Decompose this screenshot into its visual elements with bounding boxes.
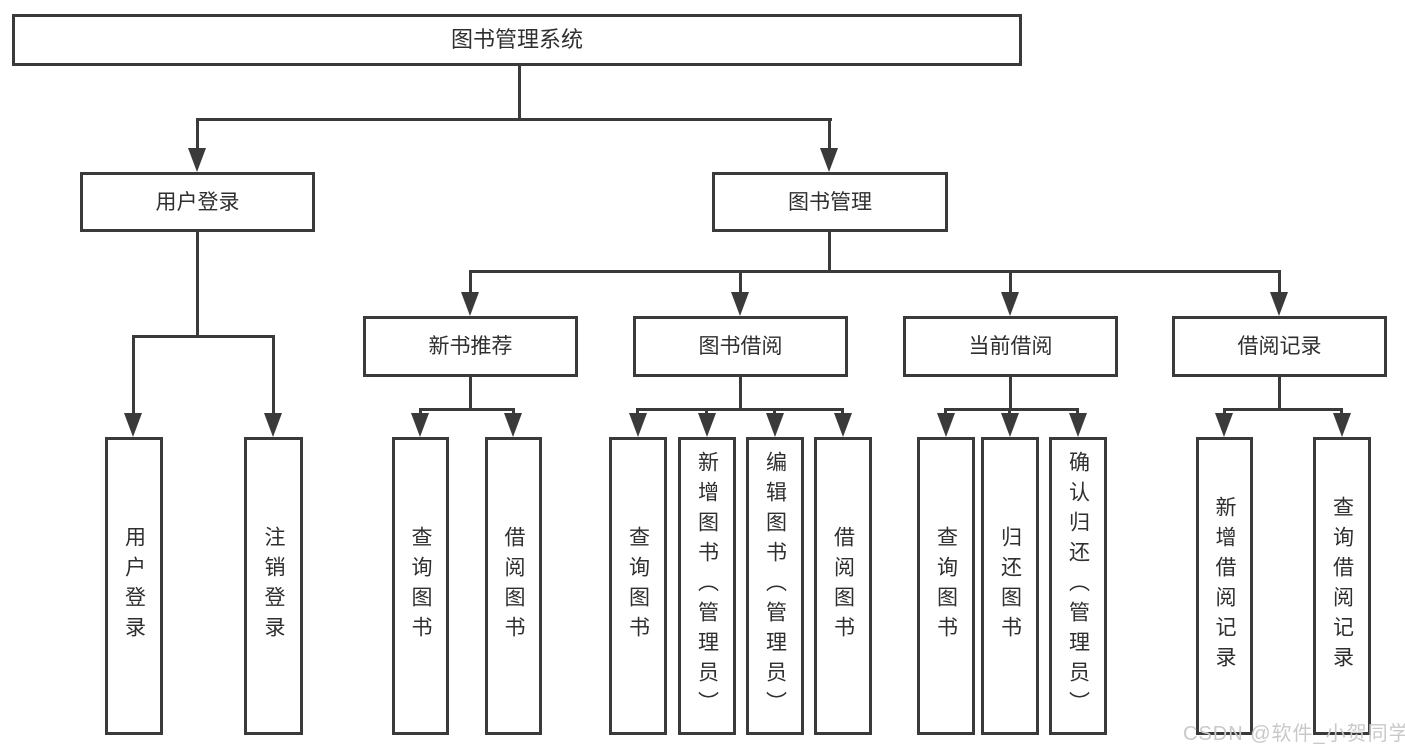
arrow-down-icon [937,413,955,437]
leaf-label: 借阅图书 [502,526,526,646]
leaf-label: 查询图书 [626,526,650,646]
arrow-down-icon [264,413,282,437]
leaf-query-books-current: 查询图书 [917,437,975,735]
connector-line [1278,270,1281,294]
leaf-add-borrow-record: 新增借阅记录 [1196,437,1253,735]
leaf-query-books-recommend: 查询图书 [392,437,449,735]
leaf-return-books: 归还图书 [981,437,1039,735]
connector-line [419,408,422,417]
connector-line [1009,375,1012,411]
connector-line [739,270,742,294]
arrow-down-icon [461,292,479,316]
leaf-label: 查询借阅记录 [1330,496,1354,676]
node-book-borrowing: 图书借阅 [633,316,848,377]
leaf-label: 确认归还（管理员） [1066,451,1090,721]
connector-line [469,270,1281,273]
leaf-add-book-admin: 新增图书（管理员） [678,437,736,735]
arrow-down-icon [1001,292,1019,316]
node-label: 图书管理 [788,190,872,214]
leaf-label: 借阅图书 [831,526,855,646]
node-label: 当前借阅 [968,335,1053,358]
arrow-down-icon [834,413,852,437]
leaf-label: 编辑图书（管理员） [763,451,787,721]
arrow-down-icon [1069,413,1087,437]
arrow-down-icon [124,413,142,437]
connector-line [636,408,639,417]
leaf-label: 用户登录 [122,526,146,646]
arrow-down-icon [766,413,784,437]
leaf-borrow-books-recommend: 借阅图书 [485,437,542,735]
connector-line [1223,408,1343,411]
connector-line [1008,408,1011,417]
node-label: 图书管理系统 [450,27,583,52]
connector-line [1278,375,1281,411]
connector-line [773,408,776,417]
leaf-label: 新增图书（管理员） [695,451,719,721]
leaf-borrow-books-borrowing: 借阅图书 [814,437,872,735]
arrow-down-icon [1333,413,1351,437]
leaf-query-borrow-record: 查询借阅记录 [1313,437,1371,735]
connector-line [828,230,831,273]
arrow-down-icon [504,413,522,437]
arrow-down-icon [1270,292,1288,316]
arrow-down-icon [1001,413,1019,437]
node-user-login: 用户登录 [80,172,315,232]
connector-line [132,335,135,415]
connector-line [469,270,472,294]
leaf-label: 归还图书 [998,526,1022,646]
node-library-management-system: 图书管理系统 [12,14,1022,66]
connector-line [518,64,521,121]
leaf-edit-book-admin: 编辑图书（管理员） [746,437,804,735]
leaf-label: 查询图书 [409,526,433,646]
node-new-book-recommendation: 新书推荐 [363,316,578,377]
connector-line [1076,408,1079,417]
connector-line [272,335,275,415]
connector-line [944,408,947,417]
leaf-user-login: 用户登录 [105,437,163,735]
leaf-confirm-return-admin: 确认归还（管理员） [1049,437,1107,735]
arrow-down-icon [731,292,749,316]
arrow-down-icon [629,413,647,437]
watermark-csdn: CSDN @软件_小贺同学 [1183,723,1405,745]
leaf-query-books-borrowing: 查询图书 [609,437,667,735]
connector-line [828,118,831,150]
node-label: 借阅记录 [1237,335,1322,358]
connector-line [196,230,199,338]
node-label: 用户登录 [155,190,240,214]
leaf-label: 注销登录 [262,526,286,646]
connector-line [132,335,275,338]
node-current-borrowing: 当前借阅 [903,316,1118,377]
connector-line [944,408,1079,411]
node-label: 图书借阅 [698,335,783,358]
connector-line [512,408,515,417]
connector-line [1223,408,1226,417]
connector-line [196,118,199,150]
arrow-down-icon [188,148,206,172]
arrow-down-icon [820,148,838,172]
leaf-logout: 注销登录 [244,437,303,735]
node-borrowing-records: 借阅记录 [1172,316,1387,377]
connector-line [739,375,742,411]
leaf-label: 新增借阅记录 [1213,496,1237,676]
leaf-label: 查询图书 [934,526,958,646]
connector-line [1340,408,1343,417]
connector-line [841,408,844,417]
node-label: 新书推荐 [428,335,513,358]
node-book-management: 图书管理 [712,172,948,232]
connector-line [419,408,515,411]
arrow-down-icon [698,413,716,437]
connector-line [705,408,708,417]
arrow-down-icon [411,413,429,437]
connector-line [636,408,844,411]
connector-line [196,118,832,121]
arrow-down-icon [1215,413,1233,437]
connector-line [1009,270,1012,294]
connector-line [469,375,472,411]
